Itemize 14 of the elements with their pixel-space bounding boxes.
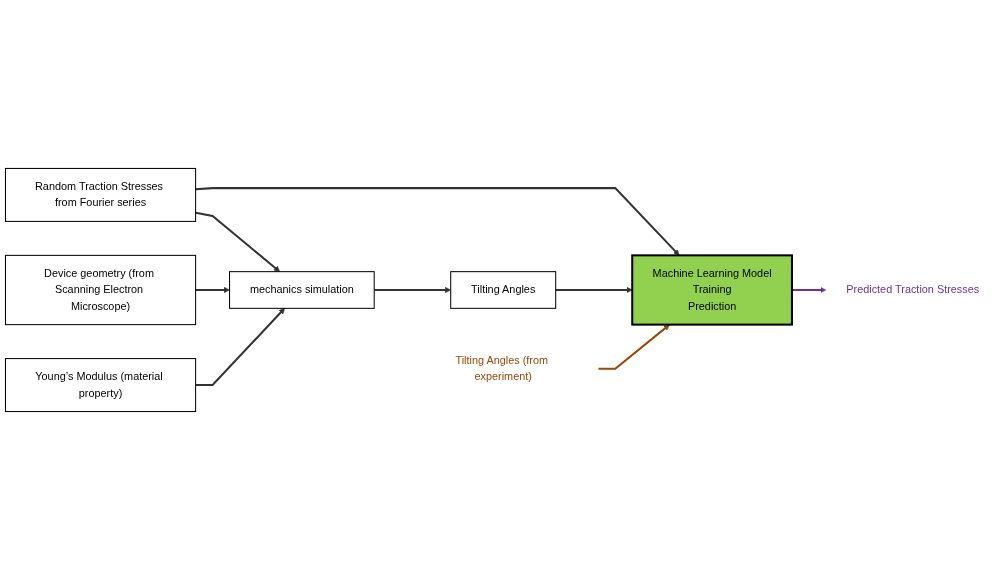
node-box: mechanics simulation	[229, 270, 375, 309]
node-box: Device geometry (from Scanning Electron Microscope)	[4, 254, 197, 325]
node-box: Random Traction Stresses from Fourier series	[4, 167, 197, 222]
node-box: Machine Learning Model Training Prediction	[631, 253, 793, 326]
node-box: Young’s Modulus (material property)	[4, 357, 197, 412]
arrow	[555, 286, 633, 293]
arrow	[195, 286, 230, 293]
arrow	[195, 307, 285, 386]
arrow	[195, 211, 281, 272]
node-text: Predicted Traction Stresses	[846, 283, 980, 295]
arrow	[792, 286, 827, 293]
arrow	[374, 286, 451, 293]
node-text: Tilting Angles (from experiment)	[455, 354, 548, 382]
node-box: Tilting Angles	[450, 270, 557, 309]
